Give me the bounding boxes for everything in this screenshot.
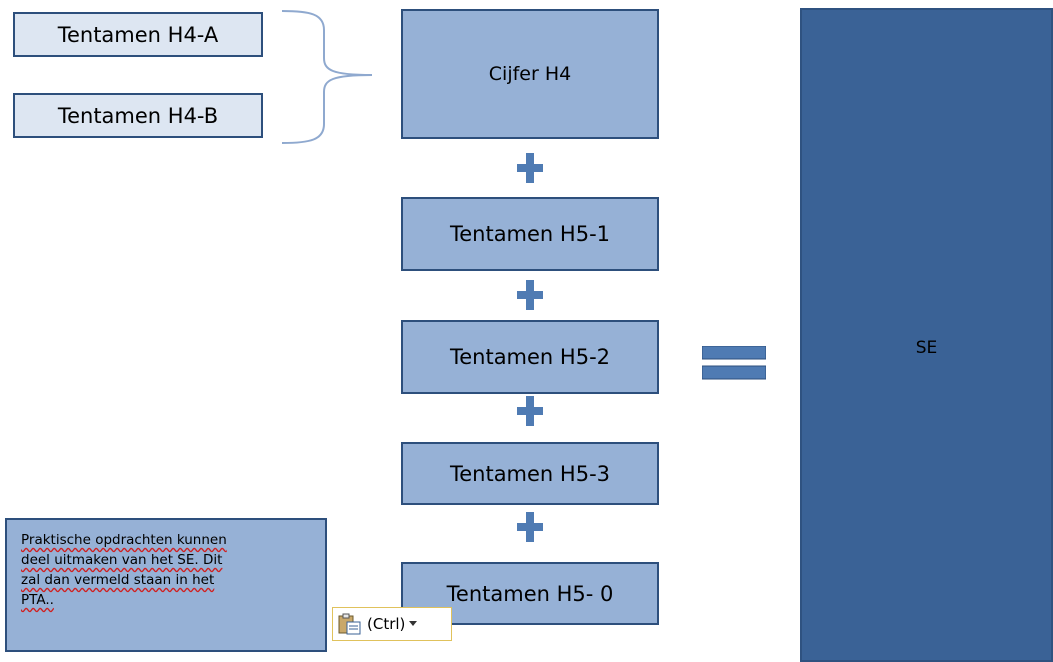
plus-icon (517, 512, 543, 542)
tentamen-h4b-label: Tentamen H4-B (57, 103, 219, 128)
cijfer-h4-label: Cijfer H4 (488, 63, 572, 85)
note-line: deel uitmaken van het SE. Dit (21, 552, 223, 568)
dropdown-arrow-icon (409, 621, 418, 626)
tentamen-h5-1-label: Tentamen H5-1 (449, 222, 611, 246)
plus-icon (517, 153, 543, 183)
se-result-box: SE (800, 8, 1053, 662)
tentamen-h5-0-label: Tentamen H5- 0 (446, 581, 614, 606)
paste-options-label: (Ctrl) (367, 615, 406, 633)
equals-icon (702, 346, 766, 380)
plus-icon (517, 280, 543, 310)
note-line: PTA.. (21, 592, 54, 608)
plus-icon (517, 396, 543, 426)
clipboard-icon (338, 613, 361, 635)
practical-assignments-note: Praktische opdrachten kunnen deel uitmak… (5, 518, 327, 652)
paste-options-button[interactable]: (Ctrl) (332, 607, 452, 641)
tentamen-h5-2-box: Tentamen H5-2 (401, 320, 659, 394)
note-line: Praktische opdrachten kunnen (21, 532, 227, 548)
note-line: zal dan vermeld staan in het (21, 572, 215, 588)
tentamen-h4a-box: Tentamen H4-A (13, 12, 263, 57)
se-result-label: SE (915, 338, 938, 358)
tentamen-h5-3-label: Tentamen H5-3 (449, 461, 611, 486)
tentamen-h5-2-label: Tentamen H5-2 (449, 345, 611, 369)
cijfer-h4-box: Cijfer H4 (401, 9, 659, 139)
tentamen-h4a-label: Tentamen H4-A (57, 22, 219, 47)
tentamen-h5-3-box: Tentamen H5-3 (401, 442, 659, 505)
tentamen-h5-1-box: Tentamen H5-1 (401, 197, 659, 271)
curly-brace (281, 10, 373, 144)
tentamen-h4b-box: Tentamen H4-B (13, 93, 263, 138)
